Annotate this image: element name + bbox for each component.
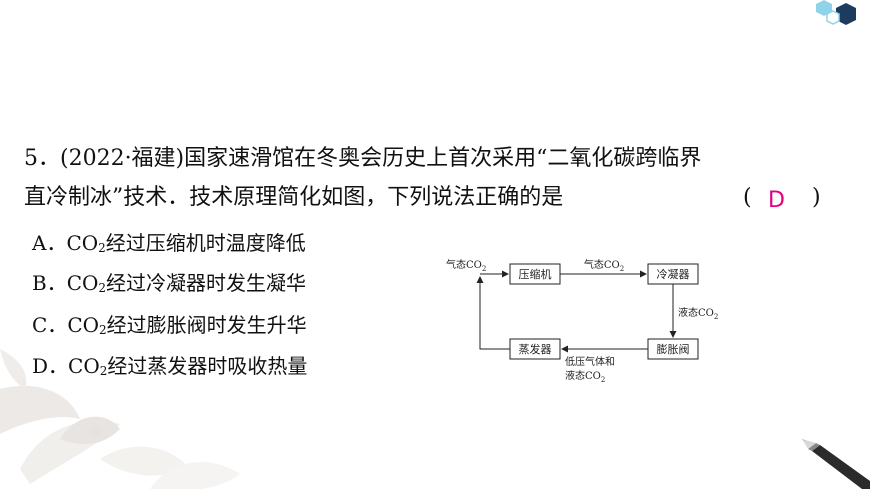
answer-paren-open: (: [743, 185, 752, 210]
hexagon-outline-icon: [826, 10, 840, 25]
expansion-valve-label: 膨胀阀: [657, 342, 690, 356]
compressor-label: 压缩机: [519, 267, 552, 281]
option-a-subscript: 2: [98, 241, 106, 255]
hexagon-decoration-icon: [816, 0, 856, 25]
hexagon-light-icon: [816, 0, 832, 16]
pen-decoration-icon: [802, 439, 870, 489]
option-c-subscript: 2: [99, 323, 107, 337]
option-d-letter: D．: [32, 354, 69, 378]
option-c-letter: C．: [32, 313, 68, 337]
condenser-label: 冷凝器: [657, 267, 690, 281]
option-c-text: 经过膨胀阀时发生升华: [106, 313, 307, 337]
refrigeration-cycle-diagram: 气态CO2 压缩机 气态CO2 冷凝器 液态CO2 膨胀阀 低压气体和 液态CO…: [446, 258, 718, 384]
label-mixed-line-1: 低压气体和: [565, 355, 615, 368]
label-mixed-line-2: 液态CO2: [565, 369, 605, 384]
option-b-subscript: 2: [98, 281, 107, 295]
option-a-letter: A．: [32, 231, 67, 255]
question-line-2: 直冷制冰”技术．技术原理简化如图，下列说法正确的是: [24, 185, 564, 210]
hexagon-dark-icon: [836, 3, 856, 25]
label-gas-mid: 气态CO2: [584, 258, 624, 273]
option-b[interactable]: B．CO2经过冷凝器时发生凝华: [32, 268, 306, 303]
flower-decoration-icon: [0, 349, 240, 489]
evaporator-label: 蒸发器: [519, 342, 552, 356]
option-a-text: 经过压缩机时温度降低: [105, 231, 306, 255]
question-line-1: 5．(2022·福建)国家速滑馆在冬奥会历史上首次采用“二氧化碳跨临界: [24, 146, 702, 171]
option-a[interactable]: A．CO2经过压缩机时温度降低: [32, 228, 306, 263]
option-d-subscript: 2: [99, 364, 108, 378]
option-d-formula: CO: [68, 354, 100, 378]
option-a-formula: CO: [66, 231, 99, 255]
answer-paren-close: ): [812, 185, 821, 210]
option-d[interactable]: D．CO2经过蒸发器时吸收热量: [32, 351, 307, 386]
label-gas-in: 气态CO2: [446, 258, 486, 273]
option-b-text: 经过冷凝器时发生凝华: [106, 271, 307, 295]
option-c[interactable]: C．CO2经过膨胀阀时发生升华: [32, 310, 307, 345]
arrow-evaporator-return: [476, 276, 510, 350]
option-d-text: 经过蒸发器时吸收热量: [107, 354, 308, 378]
label-liquid: 液态CO2: [678, 306, 718, 321]
answer-value: D: [768, 188, 785, 213]
option-c-formula: CO: [67, 313, 100, 337]
option-b-formula: CO: [66, 271, 99, 295]
option-b-letter: B．: [32, 271, 67, 295]
